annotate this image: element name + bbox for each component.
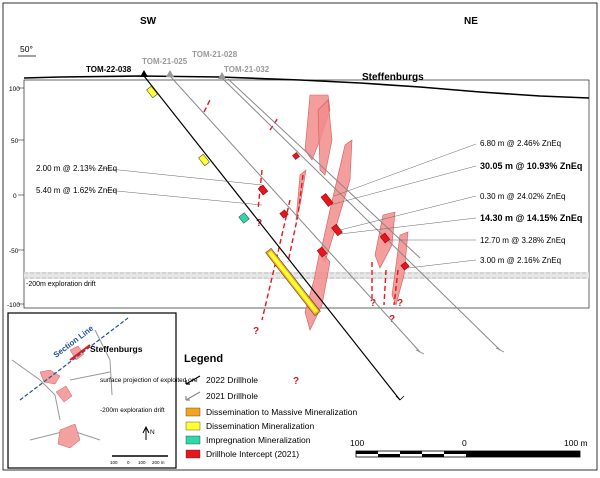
question-mark-2: ? (253, 326, 259, 337)
unknown-extents: ? ? ? ? ? ? (253, 218, 403, 387)
topography-line (23, 75, 590, 99)
scale-mid-label: 0 (462, 438, 467, 448)
legend-diss-label: Dissemination Mineralization (206, 421, 314, 431)
intercept-label-1: 2.00 m @ 2.13% ZnEq (36, 164, 117, 173)
inset-scale-2: 100 (138, 460, 146, 465)
legend-diss-massive-label: Dissemination to Massive Mineralization (206, 407, 357, 417)
question-mark-1: ? (256, 218, 262, 229)
collar-tom-22-038 (140, 70, 148, 77)
label-tom-21-032: TOM-21-032 (224, 65, 270, 74)
question-mark-4: ? (370, 298, 376, 309)
collar-tom-21-028 (218, 72, 226, 79)
question-mark-3: ? (293, 376, 299, 387)
location-label: Steffenburgs (362, 72, 424, 83)
diss-seg-2 (198, 153, 210, 167)
drillholes (140, 70, 505, 401)
inset-drift-label: -200m exploration drift (100, 407, 165, 414)
collar-tom-21-025 (166, 70, 174, 77)
intercept-label-7: 12.70 m @ 3.28% ZnEq (480, 236, 566, 245)
exploration-drift: -200m exploration drift (24, 272, 589, 288)
intercept-label-6: 14.30 m @ 14.15% ZnEq (480, 213, 582, 223)
intercept-h (292, 152, 300, 160)
inset-north-arrow-icon (142, 425, 150, 440)
inset-scale-0: 100 (110, 460, 118, 465)
legend: Legend 2022 Drillhole 2021 Drillhole Dis… (184, 353, 357, 459)
legend-intercept-swatch (185, 449, 201, 459)
legend-2022-label: 2022 Drillhole (206, 375, 258, 385)
scale-left-label: 100 (350, 438, 364, 448)
legend-diss-massive-swatch (185, 407, 201, 417)
inset-frame (7, 312, 177, 469)
legend-impreg-swatch (185, 435, 201, 445)
scale-right-label: 100 m (564, 438, 588, 448)
legend-2021-drillhole-icon (185, 391, 201, 401)
label-tom-22-038: TOM-22-038 (86, 65, 132, 74)
mineralization-segments (146, 85, 321, 317)
inset-surface-projection: surface projection of exploited ore (100, 377, 198, 384)
legend-intercept-label: Drillhole Intercept (2021) (206, 449, 299, 459)
main-scale-bar: 100 0 100 m (350, 438, 588, 458)
ore-body-main-upper (319, 139, 353, 263)
legend-diss-swatch (185, 421, 201, 431)
ore-body-upper-thin (317, 99, 333, 176)
direction-sw: SW (140, 16, 157, 27)
ore-bodies (295, 94, 409, 331)
elev-tick-0: 0 (13, 193, 17, 200)
drillhole-tom-21-028 (221, 77, 501, 351)
intercept-e (316, 246, 328, 258)
elev-tick-minus100: -100 (7, 302, 20, 309)
drillhole-tom-21-025 (169, 75, 421, 353)
intercept-g (400, 261, 410, 271)
callout-leaders (99, 143, 477, 269)
inset-scale-3: 200 m (152, 460, 165, 465)
label-tom-21-028: TOM-21-028 (192, 50, 238, 59)
question-mark-5: ? (389, 314, 395, 325)
intercept-f (379, 232, 391, 244)
diss-seg-1 (146, 85, 158, 99)
intercept-label-3: 6.80 m @ 2.46% ZnEq (480, 139, 561, 148)
inset-north-label: N (150, 429, 155, 436)
impreg-seg (238, 212, 250, 224)
elev-tick-minus50: -50 (9, 248, 19, 255)
drillhole-tom-22-038 (143, 75, 401, 401)
ore-body-main-lower (304, 249, 331, 331)
inset-map: Section Line Steffenburgs surface projec… (7, 312, 198, 469)
intercept-a (279, 209, 289, 219)
legend-title: Legend (184, 353, 223, 365)
inset-section-line (19, 317, 129, 401)
drillhole-intercepts (257, 152, 410, 271)
figure-frame (2, 2, 598, 471)
elev-tick-100: 100 (9, 86, 20, 93)
legend-2021-label: 2021 Drillhole (206, 391, 258, 401)
intercept-label-5: 0.30 m @ 24.02% ZnEq (480, 192, 566, 201)
intercept-b (257, 184, 269, 196)
elev-tick-50: 50 (11, 138, 19, 145)
intercept-label-8: 3.00 m @ 2.16% ZnEq (480, 256, 561, 265)
question-mark-6: ? (397, 298, 403, 309)
dip-angle-label: 50° (20, 44, 33, 54)
elevation-axis: 100 50 0 -50 -100 (7, 86, 24, 309)
inset-scale-1: 0 (127, 460, 130, 465)
legend-impreg-label: Impregnation Mineralization (206, 435, 311, 445)
direction-ne: NE (464, 16, 478, 27)
drift-label: -200m exploration drift (26, 281, 96, 288)
legend-2022-drillhole-icon (185, 375, 201, 385)
intercept-labels: 2.00 m @ 2.13% ZnEq 5.40 m @ 1.62% ZnEq … (36, 139, 582, 265)
intercept-label-2: 5.40 m @ 1.62% ZnEq (36, 186, 117, 195)
inset-place-label: Steffenburgs (90, 344, 143, 354)
intercept-label-4: 30.05 m @ 10.93% ZnEq (480, 161, 582, 171)
inset-surface-projection-text: surface projection of exploited ore (100, 377, 198, 384)
label-tom-21-025: TOM-21-025 (142, 57, 188, 66)
